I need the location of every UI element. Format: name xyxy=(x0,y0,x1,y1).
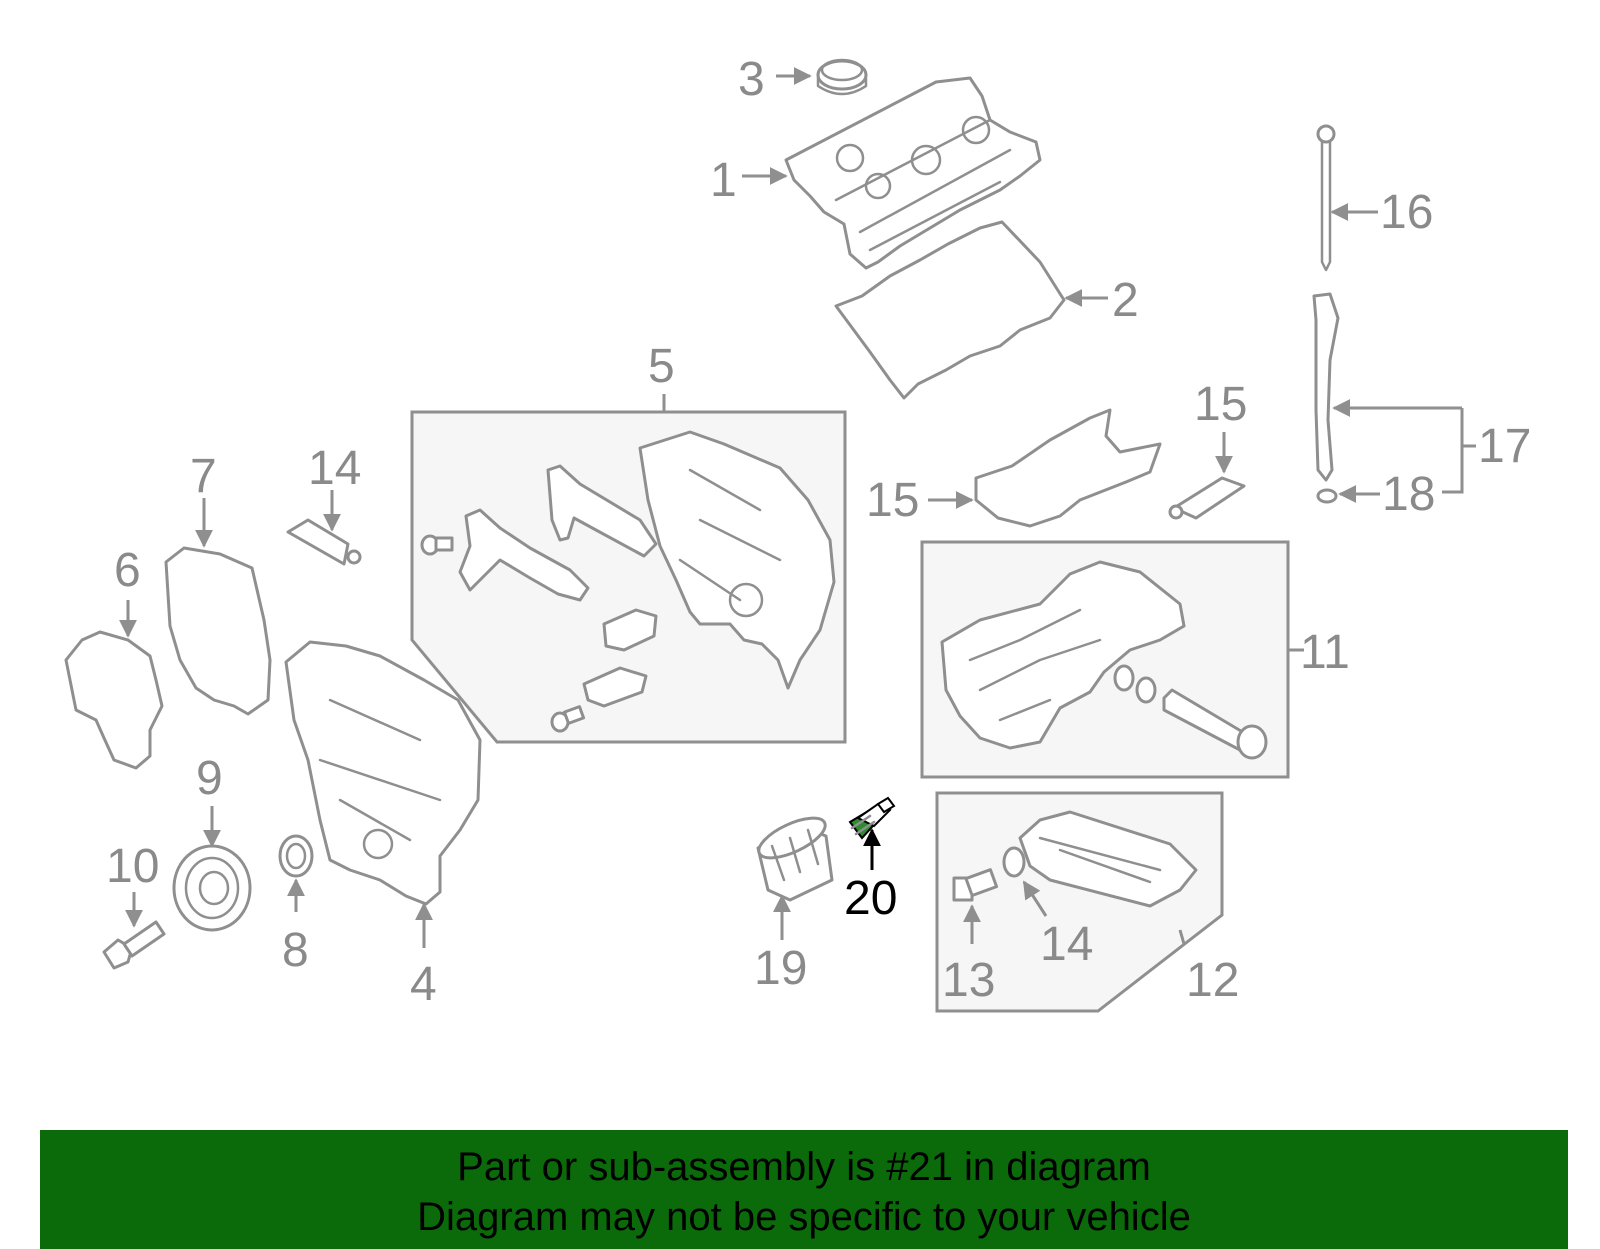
front-cover-seal-part-right xyxy=(1168,476,1246,520)
upper-oil-pan-part xyxy=(940,560,1268,760)
callout-18: 17 xyxy=(1478,420,1531,473)
callout-16: 15 xyxy=(866,474,919,527)
timing-cover-gasket-part xyxy=(164,546,272,716)
callout-7: 7 xyxy=(190,450,217,503)
baffle-plate-part xyxy=(974,408,1162,528)
tensioner-cover-part xyxy=(64,630,164,770)
callout-1: 1 xyxy=(710,154,737,207)
crankshaft-pulley-part xyxy=(172,844,252,932)
callout-12: 12 xyxy=(1186,954,1239,1007)
callout-13: 13 xyxy=(942,954,995,1007)
callout-8: 8 xyxy=(282,924,309,977)
leader-lines xyxy=(119,67,1476,948)
banner-line-disclaimer: Diagram may not be specific to your vehi… xyxy=(417,1195,1191,1239)
callout-10: 10 xyxy=(106,840,159,893)
drain-plug-part xyxy=(952,868,999,902)
callout-2: 2 xyxy=(1112,274,1139,327)
oil-filter-part xyxy=(756,816,834,902)
callout-5: 5 xyxy=(648,340,675,393)
valve-cover-gasket-part xyxy=(834,220,1066,400)
dipstick-guide-part xyxy=(1312,292,1340,504)
oil-filler-cap-part xyxy=(816,58,868,96)
callout-20: 19 xyxy=(754,942,807,995)
callout-labels: 3 1 2 16 17 18 15 15 5 14 7 6 11 9 10 8 … xyxy=(106,53,1531,1011)
part-21-highlighted xyxy=(848,796,896,840)
oil-dipstick-part xyxy=(1316,124,1336,272)
callout-6: 6 xyxy=(114,544,141,597)
callout-21: 20 xyxy=(844,872,897,925)
callout-15-left: 14 xyxy=(308,442,361,495)
callout-15-right: 15 xyxy=(1194,378,1247,431)
callout-11: 11 xyxy=(1300,626,1350,679)
callout-19: 18 xyxy=(1382,468,1435,521)
callout-9: 9 xyxy=(196,752,223,805)
timing-cover-kit-parts xyxy=(420,430,836,733)
info-banner: Part or sub-assembly is #21 in diagram D… xyxy=(40,1130,1568,1249)
valve-cover-part xyxy=(784,76,1042,270)
front-timing-cover-part xyxy=(284,640,482,906)
callout-3: 3 xyxy=(738,53,765,106)
banner-line-part-number: Part or sub-assembly is #21 in diagram xyxy=(457,1145,1151,1189)
crank-seal-part xyxy=(278,834,314,878)
callout-17: 16 xyxy=(1380,186,1433,239)
callout-14: 14 xyxy=(1040,918,1093,971)
lower-oil-pan-part xyxy=(1002,810,1198,908)
pulley-bolt-part xyxy=(102,920,166,970)
callout-4: 4 xyxy=(410,958,437,1011)
front-cover-seal-part-left xyxy=(286,518,362,566)
